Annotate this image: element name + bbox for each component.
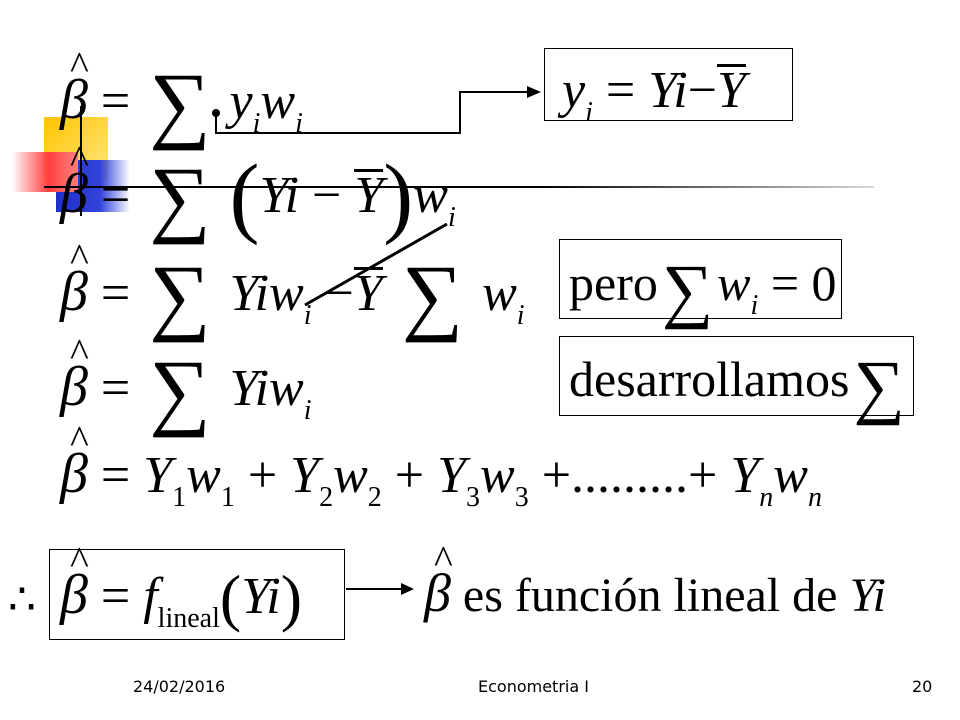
beta-hat: ^β (60, 417, 89, 505)
beta-hat: ^β (60, 43, 89, 131)
y-bar: Y (717, 62, 746, 119)
y-bar: Y (353, 265, 383, 322)
deco-horizontal-line (44, 186, 874, 188)
beta-hat: ^β (60, 538, 89, 626)
equation-2: ^β = ∑ (Yi − Y)wi (60, 137, 456, 246)
equation-1: ^β = ∑ yiwi (60, 43, 303, 151)
therefore-symbol: ∴ (8, 575, 36, 624)
y-bar: Y (354, 167, 384, 224)
footer-title: Econometria I (478, 677, 589, 696)
box-conclusion-formula (49, 549, 345, 640)
beta-hat: ^β (60, 330, 89, 418)
footer-date: 24/02/2016 (133, 677, 226, 696)
desarrollamos-statement: desarrollamos∑ (569, 346, 905, 426)
yi-definition: yi = Yi−Y (562, 62, 746, 128)
sum-symbol: ∑ (149, 149, 211, 245)
sum-symbol: ∑ (853, 346, 905, 426)
strike-line (304, 222, 448, 307)
beta-hat: ^β (424, 537, 453, 623)
arrow-to-yi-box (215, 91, 537, 134)
box-yi-definition (544, 48, 793, 121)
sum-symbol: ∑ (149, 55, 211, 151)
deco-vertical-line (80, 106, 82, 216)
sum-symbol: ∑ (149, 342, 211, 438)
connector-dot (212, 109, 220, 117)
deco-red-square (12, 152, 78, 192)
equation-5: ^β = Y1w1 + Y2w2 + Y3w3 +.........+ Ynwn (60, 417, 822, 513)
box-desarrollamos (559, 336, 914, 416)
pero-statement: pero∑wi = 0 (569, 250, 837, 330)
sum-symbol: ∑ (401, 247, 464, 343)
equation-6: ^β = flineal(Yi) (60, 538, 303, 634)
arrow-head-conclusion (401, 583, 414, 595)
beta-hat: ^β (60, 235, 89, 323)
footer-page-number: 20 (912, 677, 933, 696)
equation-3: ^β = ∑ Yiwi −Y ∑ wi (60, 235, 525, 343)
sum-symbol: ∑ (661, 250, 714, 330)
equation-4: ^β = ∑ Yiwi (60, 330, 312, 438)
conclusion-statement: ^β es función lineal de Yi (424, 537, 886, 623)
box-pero (559, 239, 842, 319)
arrow-head-yi (527, 86, 541, 98)
sum-symbol: ∑ (149, 247, 211, 343)
beta-hat: ^β (60, 137, 89, 225)
